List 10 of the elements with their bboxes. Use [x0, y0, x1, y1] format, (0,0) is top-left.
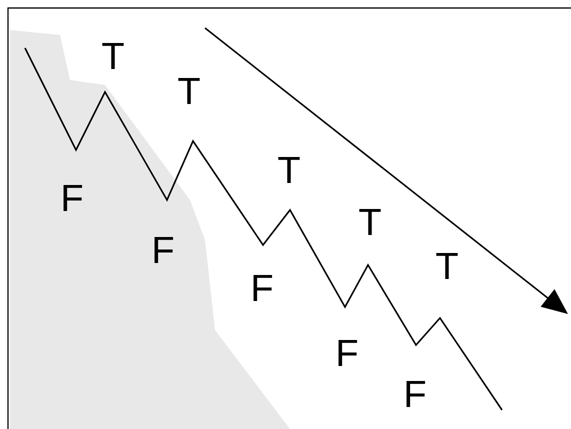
trend-label: F [406, 380, 426, 408]
trend-label: T [102, 42, 124, 70]
trend-label: F [254, 274, 272, 302]
trend-label: T [359, 208, 381, 236]
trend-label: F [338, 340, 358, 366]
trend-label: T [178, 78, 200, 104]
trend-label: T [278, 156, 300, 184]
trend-label: T [436, 252, 458, 280]
trend-label: F [64, 184, 82, 212]
trend-label: F [154, 236, 174, 264]
